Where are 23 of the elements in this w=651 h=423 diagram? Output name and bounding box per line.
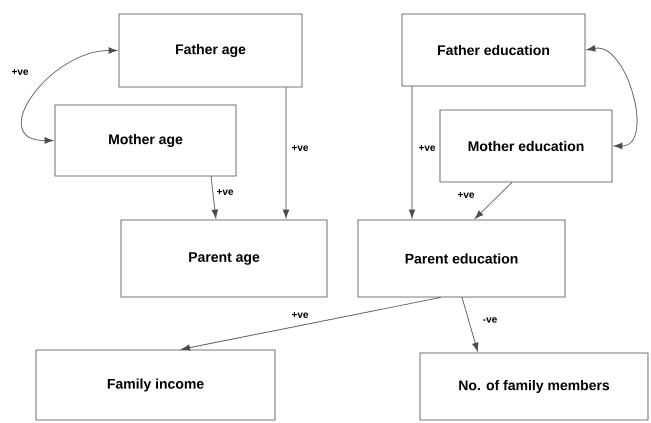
arrow [462,297,478,352]
edge-label: +ve [290,144,310,152]
arrow [210,176,218,218]
arrow [408,86,416,218]
edge-label: +ve [10,68,30,76]
node-box: No. of family members [420,352,648,420]
edge-label: +ve [290,311,310,319]
arrow [181,297,442,351]
node-box: Family income [36,350,276,420]
arrow [586,45,638,150]
node-box: Parent education [358,220,566,298]
arrow [474,182,512,219]
node-box: Mother age [54,104,236,176]
edge-label: +ve [456,191,476,199]
arrow [21,47,118,144]
arrow [282,87,290,218]
node-box: Father education [402,14,586,86]
node-box: Mother education [440,110,612,182]
edge-label: +ve [216,188,234,196]
node-box: Father age [118,14,302,88]
node-box: Parent age [120,220,328,298]
edge-label: +ve [418,144,436,152]
edge-label: -ve [482,316,498,324]
